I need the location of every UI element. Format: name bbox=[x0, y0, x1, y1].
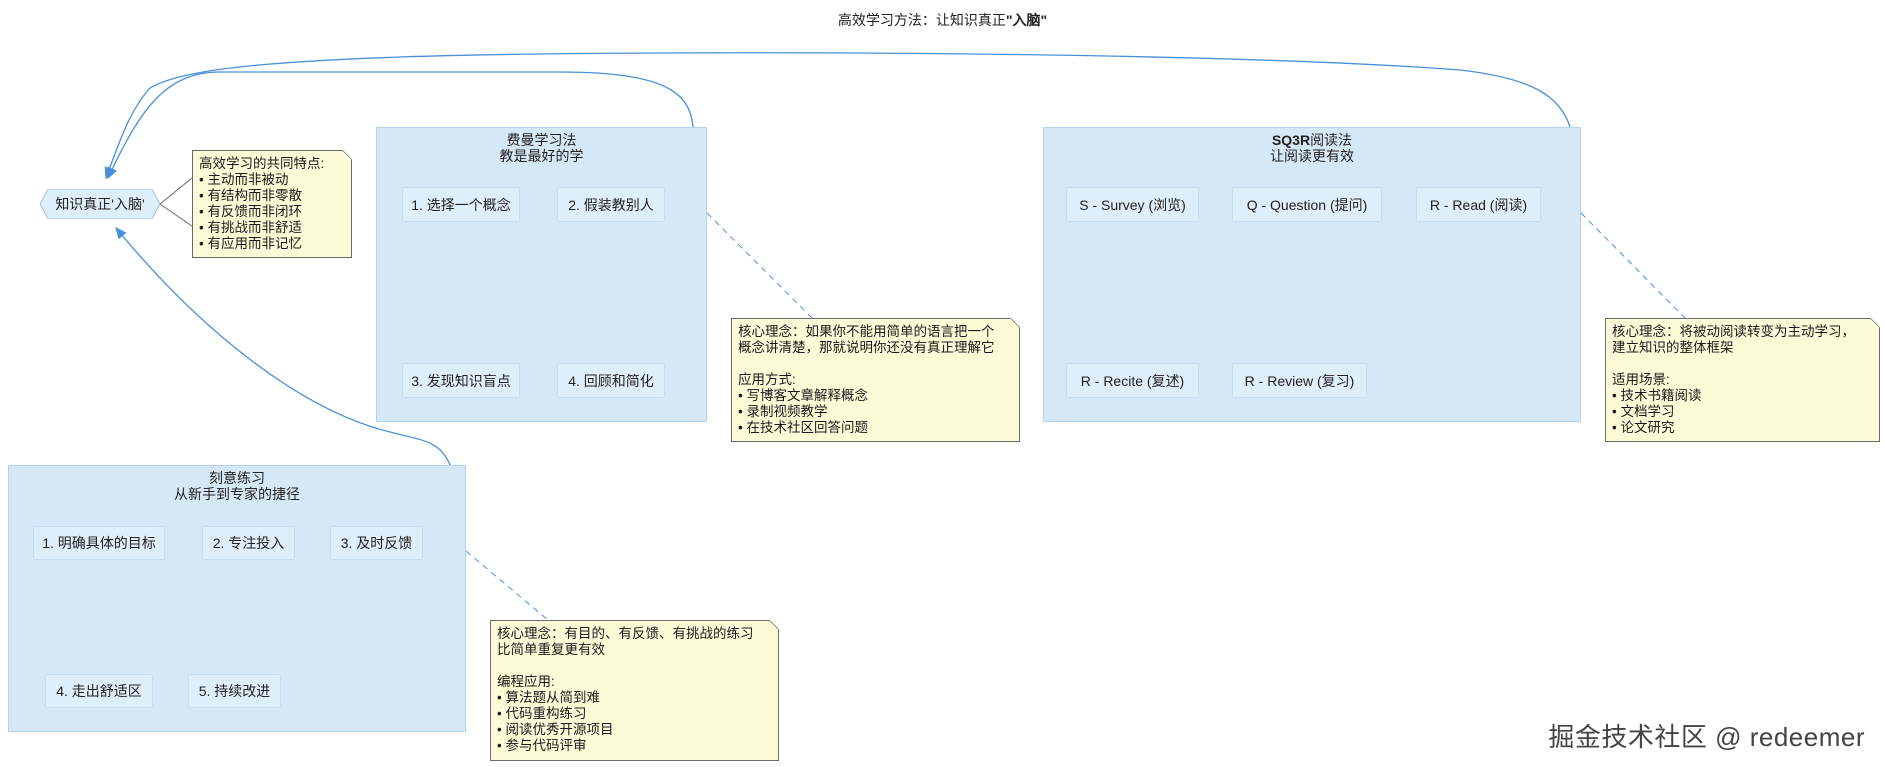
sq3r-note-item: 技术书籍阅读 bbox=[1612, 388, 1873, 404]
feynman-note-item: 写博客文章解释概念 bbox=[738, 388, 1013, 404]
watermark: 掘金技术社区 @ redeemer bbox=[1548, 722, 1865, 752]
note-corner-fold bbox=[1870, 318, 1880, 328]
deliberate-step: 1. 明确具体的目标 bbox=[33, 526, 165, 560]
feynman-package: 费曼学习法 教是最好的学 1. 选择一个概念 2. 假装教别人 3. 发现知识盲… bbox=[376, 127, 707, 422]
sq3r-title-rest: 阅读法 bbox=[1310, 132, 1353, 148]
note-corner-fold bbox=[769, 620, 779, 630]
arrow-deliberate-to-center bbox=[115, 226, 451, 466]
common-note-list: 主动而非被动 有结构而非零散 有反馈而非闭环 有挑战而非舒适 有应用而非记忆 bbox=[199, 172, 345, 252]
deliberate-header: 刻意练习 从新手到专家的捷径 bbox=[9, 470, 465, 502]
feynman-title: 费曼学习法 bbox=[506, 132, 577, 148]
deliberate-step: 3. 及时反馈 bbox=[330, 526, 423, 560]
deliberate-note-item: 代码重构练习 bbox=[497, 706, 772, 722]
sq3r-note-apply-heading: 适用场景: bbox=[1612, 372, 1670, 387]
common-note-item: 有反馈而非闭环 bbox=[199, 204, 345, 220]
deliberate-note-item: 算法题从简到难 bbox=[497, 690, 772, 706]
sq3r-step: R - Recite (复述) bbox=[1066, 363, 1199, 398]
arrow-feynman-to-center bbox=[107, 71, 694, 180]
feynman-note-core-2: 概念讲清楚，那就说明你还没有真正理解它 bbox=[738, 340, 995, 355]
center-node-label: 知识真正'入脑' bbox=[55, 196, 145, 212]
deliberate-package: 刻意练习 从新手到专家的捷径 1. 明确具体的目标 2. 专注投入 3. 及时反… bbox=[8, 465, 466, 732]
diagram-title: 高效学习方法：让知识真正"入脑" bbox=[0, 10, 1885, 30]
sq3r-note-item: 论文研究 bbox=[1612, 420, 1873, 436]
sq3r-step: R - Read (阅读) bbox=[1416, 187, 1541, 222]
sq3r-step: R - Review (复习) bbox=[1232, 363, 1367, 398]
sq3r-note: 核心理念：将被动阅读转变为主动学习， 建立知识的整体框架 适用场景: 技术书籍阅… bbox=[1605, 318, 1880, 442]
deliberate-subtitle: 从新手到专家的捷径 bbox=[174, 486, 300, 502]
deliberate-step: 5. 持续改进 bbox=[188, 674, 281, 708]
common-features-note: 高效学习的共同特点: 主动而非被动 有结构而非零散 有反馈而非闭环 有挑战而非舒… bbox=[192, 150, 352, 258]
feynman-subtitle: 教是最好的学 bbox=[499, 148, 584, 164]
common-note-item: 有应用而非记忆 bbox=[199, 236, 345, 252]
sq3r-subtitle: 让阅读更有效 bbox=[1270, 148, 1354, 164]
sq3r-package: SQ3R阅读法 让阅读更有效 S - Survey (浏览) Q - Quest… bbox=[1043, 127, 1581, 422]
feynman-note-core-1: 核心理念：如果你不能用简单的语言把一个 bbox=[738, 324, 995, 339]
sq3r-title: SQ3R阅读法 bbox=[1044, 132, 1580, 148]
feynman-note-item: 录制视频教学 bbox=[738, 404, 1013, 420]
hexagon-shape bbox=[40, 189, 160, 219]
feynman-step: 3. 发现知识盲点 bbox=[402, 363, 520, 398]
connector-common-note bbox=[159, 177, 193, 205]
connector-feynman-note bbox=[706, 212, 813, 319]
deliberate-note: 核心理念：有目的、有反馈、有挑战的练习 比简单重复更有效 编程应用: 算法题从简… bbox=[490, 620, 779, 761]
deliberate-note-list: 算法题从简到难 代码重构练习 阅读优秀开源项目 参与代码评审 bbox=[497, 690, 772, 754]
sq3r-title-bold: SQ3R bbox=[1271, 132, 1311, 148]
feynman-note-list: 写博客文章解释概念 录制视频教学 在技术社区回答问题 bbox=[738, 388, 1013, 436]
connector-common-note-2 bbox=[159, 203, 193, 227]
deliberate-note-core-2: 比简单重复更有效 bbox=[497, 642, 605, 657]
arrow-sq3r-to-center bbox=[104, 52, 1571, 180]
deliberate-note-apply-heading: 编程应用: bbox=[497, 674, 555, 689]
feynman-header: 费曼学习法 教是最好的学 bbox=[377, 132, 706, 164]
note-corner-fold bbox=[342, 150, 352, 160]
feynman-note-item: 在技术社区回答问题 bbox=[738, 420, 1013, 436]
common-note-item: 有结构而非零散 bbox=[199, 188, 345, 204]
feynman-step: 2. 假装教别人 bbox=[557, 187, 665, 222]
sq3r-step: Q - Question (提问) bbox=[1232, 187, 1382, 222]
deliberate-note-item: 阅读优秀开源项目 bbox=[497, 722, 772, 738]
deliberate-step: 4. 走出舒适区 bbox=[45, 674, 153, 708]
connector-deliberate-note bbox=[465, 550, 549, 621]
deliberate-step: 2. 专注投入 bbox=[202, 526, 295, 560]
feynman-note: 核心理念：如果你不能用简单的语言把一个 概念讲清楚，那就说明你还没有真正理解它 … bbox=[731, 318, 1020, 442]
deliberate-note-item: 参与代码评审 bbox=[497, 738, 772, 754]
feynman-step: 1. 选择一个概念 bbox=[402, 187, 520, 222]
note-corner-fold bbox=[1010, 318, 1020, 328]
diagram-title-suffix: "入脑" bbox=[1005, 12, 1048, 28]
sq3r-header: SQ3R阅读法 让阅读更有效 bbox=[1044, 132, 1580, 164]
sq3r-note-core-1: 核心理念：将被动阅读转变为主动学习， bbox=[1612, 324, 1855, 339]
sq3r-note-core-2: 建立知识的整体框架 bbox=[1612, 340, 1734, 355]
center-node: 知识真正'入脑' bbox=[40, 189, 160, 219]
connector-sq3r-note bbox=[1580, 212, 1686, 319]
feynman-step: 4. 回顾和简化 bbox=[557, 363, 665, 398]
sq3r-step: S - Survey (浏览) bbox=[1066, 187, 1199, 222]
common-note-heading: 高效学习的共同特点: bbox=[199, 156, 325, 171]
deliberate-title: 刻意练习 bbox=[209, 470, 265, 486]
sq3r-note-item: 文档学习 bbox=[1612, 404, 1873, 420]
common-note-item: 主动而非被动 bbox=[199, 172, 345, 188]
diagram-title-prefix: 高效学习方法：让知识真正 bbox=[837, 12, 1006, 28]
sq3r-note-list: 技术书籍阅读 文档学习 论文研究 bbox=[1612, 388, 1873, 436]
common-note-item: 有挑战而非舒适 bbox=[199, 220, 345, 236]
deliberate-note-core-1: 核心理念：有目的、有反馈、有挑战的练习 bbox=[497, 626, 754, 641]
feynman-note-apply-heading: 应用方式: bbox=[738, 372, 796, 387]
